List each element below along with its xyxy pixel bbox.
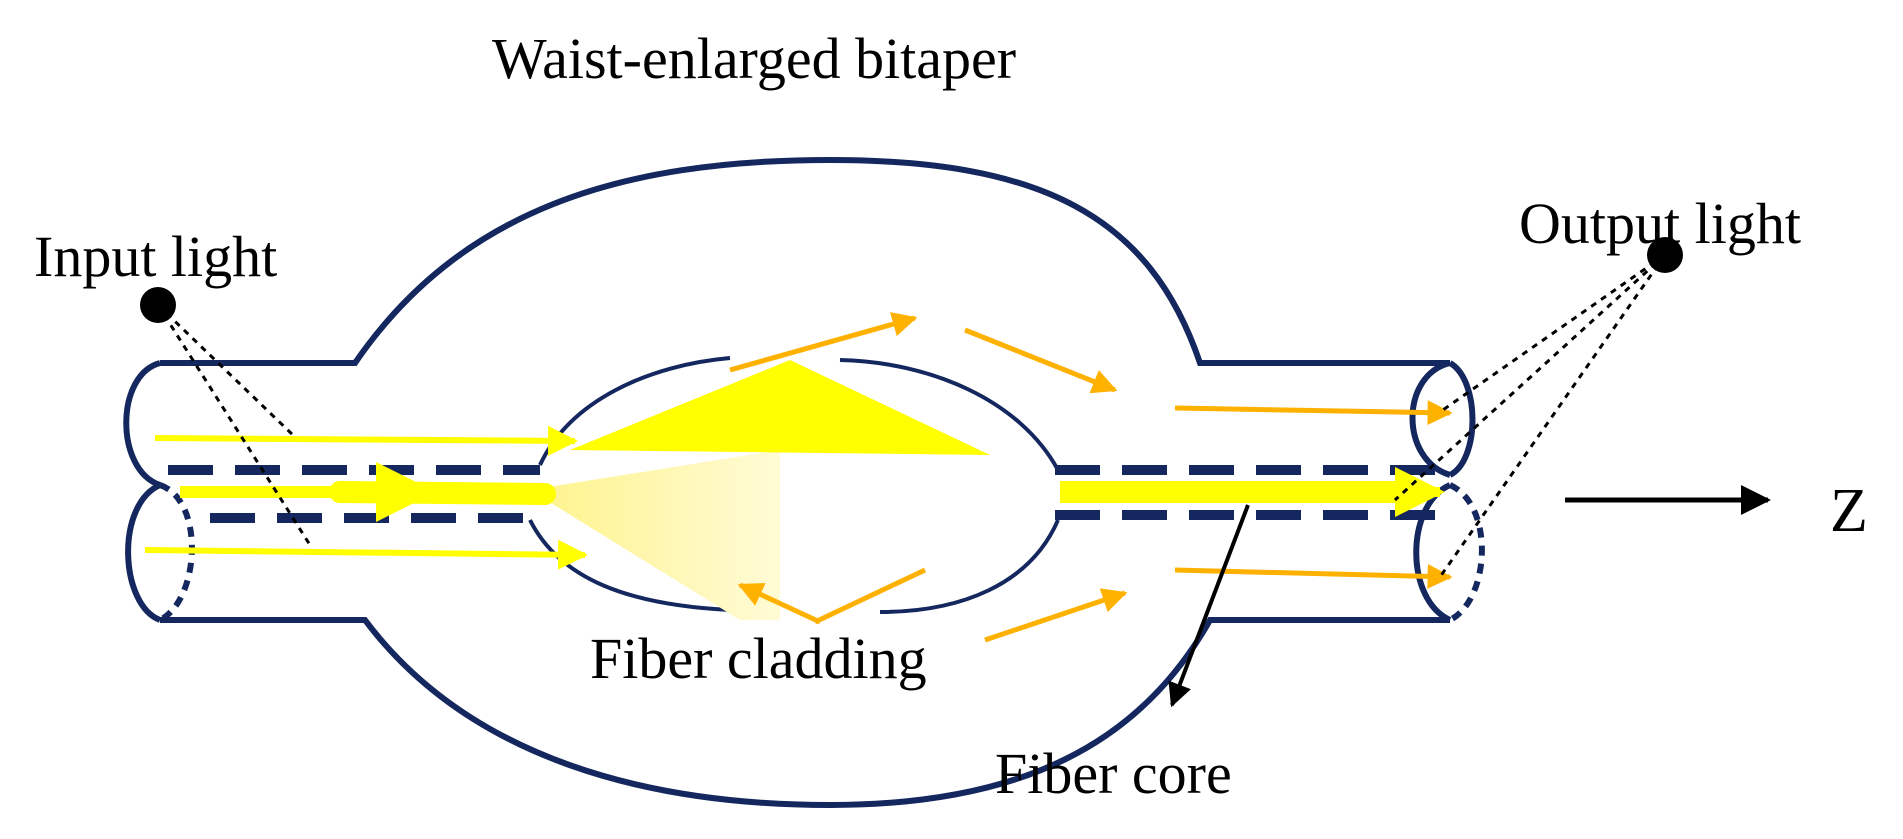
outline-bottom: [160, 617, 1450, 809]
input-light-pointer: [140, 287, 312, 546]
input-light-label: Input light: [34, 224, 278, 289]
outline-top: [160, 156, 1450, 366]
right-end-lower: [1413, 482, 1452, 623]
right-end-upper-back: [1448, 360, 1476, 478]
light-rays-yellow: [144, 425, 1445, 570]
right-end-lower-dashed: [1448, 482, 1485, 623]
left-end-upper: [123, 360, 162, 488]
fiber-core-label: Fiber core: [995, 741, 1232, 806]
z-axis-label: Z: [1830, 477, 1868, 545]
light-rays-orange: [729, 312, 1453, 643]
fiber-cladding-label: Fiber cladding: [590, 626, 927, 691]
right-end-upper: [1409, 360, 1452, 478]
fiber-core-pointer: [1168, 504, 1250, 708]
fiber-core-lines: [168, 465, 1445, 523]
light-cone: [530, 450, 780, 620]
light-triangle: [570, 360, 990, 455]
diagram-title: Waist-enlarged bitaper: [492, 26, 1017, 91]
output-light-pointer: [1393, 237, 1683, 578]
left-end-lower: [125, 482, 162, 623]
output-light-label: Output light: [1519, 191, 1801, 256]
